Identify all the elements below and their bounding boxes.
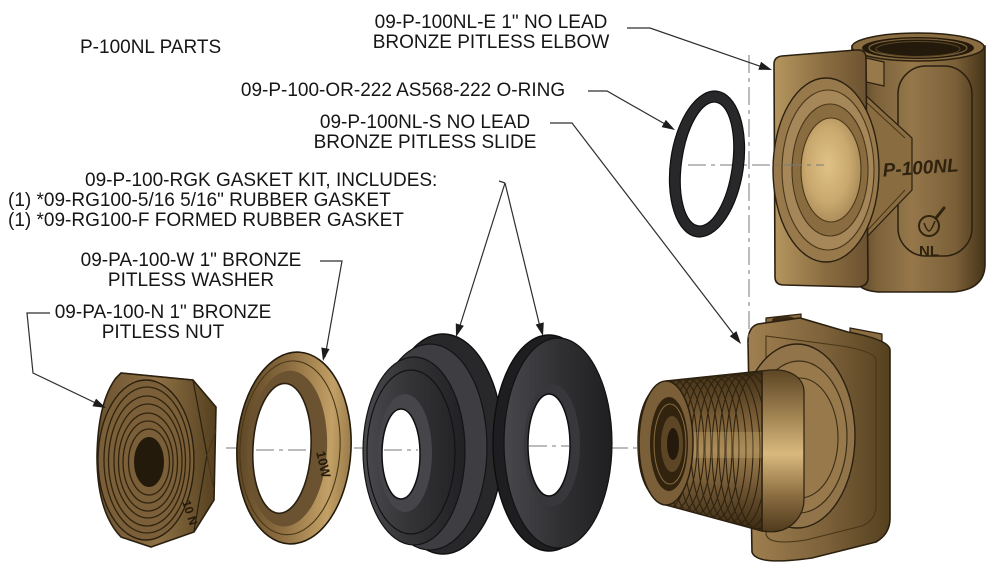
label-washer: 09-PA-100-W 1" BRONZE PITLESS WASHER bbox=[80, 250, 302, 291]
leader-lines bbox=[26, 27, 769, 407]
flat-rubber-gasket-part bbox=[492, 334, 613, 552]
leader-arrowheads bbox=[92, 61, 772, 408]
label-slide: 09-P-100NL-S NO LEAD BRONZE PITLESS SLID… bbox=[313, 112, 537, 153]
washer-marking: 10W bbox=[313, 450, 334, 480]
centerlines-front bbox=[256, 55, 824, 451]
pitless-slide-part bbox=[637, 313, 891, 562]
label-nut: 09-PA-100-N 1" BRONZE PITLESS NUT bbox=[54, 302, 272, 343]
formed-rubber-gasket-part bbox=[362, 333, 504, 555]
label-gasket-kit-line2: (1) *09-RG100-5/16 5/16" RUBBER GASKET bbox=[8, 190, 391, 211]
label-gasket-kit-line3: (1) *09-RG100-F FORMED RUBBER GASKET bbox=[8, 210, 404, 231]
label-oring: 09-P-100-OR-222 AS568-222 O-RING bbox=[240, 80, 566, 101]
label-gasket-kit-line1: 09-P-100-RGK GASKET KIT, INCLUDES: bbox=[85, 170, 438, 191]
o-ring-part bbox=[668, 90, 746, 238]
pitless-elbow-part: P-100NL NL bbox=[772, 32, 986, 293]
pitless-washer-part: 10W bbox=[236, 351, 352, 545]
drawing-title: P-100NL PARTS bbox=[80, 37, 222, 58]
pitless-nut-part: 10 N bbox=[96, 372, 217, 548]
label-elbow: 09-P-100NL-E 1" NO LEAD BRONZE PITLESS E… bbox=[372, 12, 610, 53]
elbow-cert-marking: NL bbox=[919, 243, 939, 260]
certification-mark-icon bbox=[918, 206, 946, 237]
